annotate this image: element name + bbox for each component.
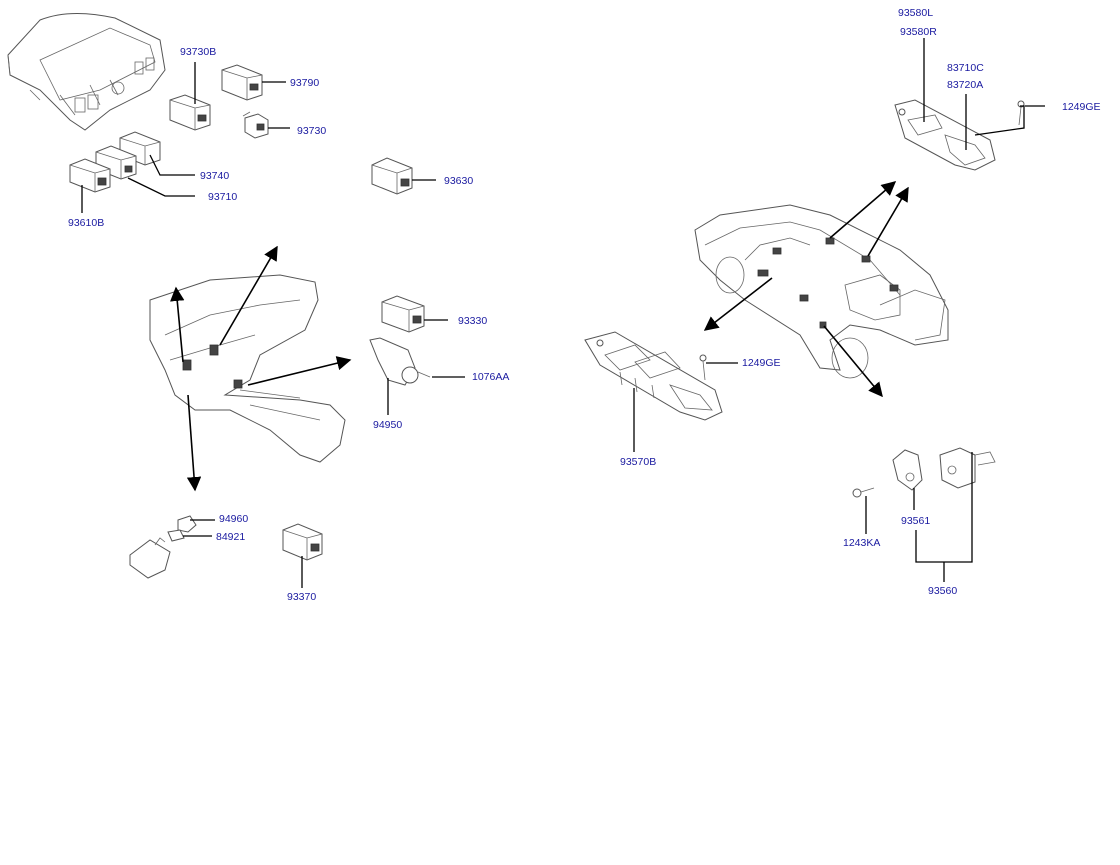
screw-1249ge-mid-drawing (699, 354, 707, 381)
dashboard-drawing (149, 274, 346, 463)
switch-93730-drawing (242, 111, 269, 139)
screw-1243ka-drawing (852, 487, 875, 498)
switch-93370-drawing (282, 523, 323, 561)
label-93630: 93630 (444, 175, 473, 187)
switch-93630-drawing (371, 157, 413, 195)
callout-arrows (170, 181, 909, 492)
main-window-switch-93570b-drawing (584, 331, 723, 421)
label-93580l: 93580L (898, 7, 933, 19)
label-93561: 93561 (901, 515, 930, 527)
vehicle-drawing (694, 204, 949, 379)
label-1076aa: 1076AA (472, 371, 509, 383)
label-94960: 94960 (219, 513, 248, 525)
label-93580r: 93580R (900, 26, 937, 38)
label-93710: 93710 (208, 191, 237, 203)
label-93790: 93790 (290, 77, 319, 89)
switch-group-drawing (69, 131, 161, 193)
switch-93790-drawing (221, 64, 263, 101)
label-93730: 93730 (297, 125, 326, 137)
label-93730b: 93730B (180, 46, 216, 58)
component-94960-drawing (129, 515, 197, 579)
label-1243ka: 1243KA (843, 537, 880, 549)
label-93560: 93560 (928, 585, 957, 597)
label-83710c: 83710C (947, 62, 984, 74)
part-labels: 93580L 93580R 83710C 83720A 1249GE 93730… (68, 7, 1101, 603)
label-1249ge-top: 1249GE (1062, 101, 1101, 113)
label-1249ge-mid: 1249GE (742, 357, 781, 369)
instrument-panel-drawing (7, 12, 166, 131)
switch-93330-drawing (381, 295, 425, 333)
window-switch-93580-drawing (894, 99, 996, 171)
label-93370: 93370 (287, 591, 316, 603)
screw-1249ge-top-drawing (1017, 100, 1025, 126)
switch-93730b-drawing (169, 94, 211, 131)
label-93570b: 93570B (620, 456, 656, 468)
label-84921: 84921 (216, 531, 245, 543)
label-83720a: 83720A (947, 79, 983, 91)
label-94950: 94950 (373, 419, 402, 431)
component-94950-drawing (369, 337, 431, 386)
leader-lines (81, 38, 1045, 588)
label-93330: 93330 (458, 315, 487, 327)
label-93610b: 93610B (68, 217, 104, 229)
door-switch-93560-drawing (892, 447, 996, 491)
label-93740: 93740 (200, 170, 229, 182)
